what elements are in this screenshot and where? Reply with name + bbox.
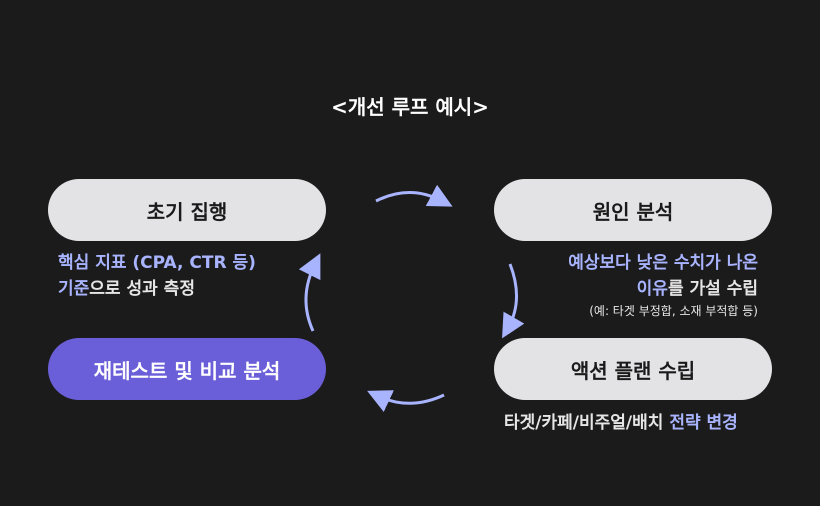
step-retest-compare: 재테스트 및 비교 분석 [48, 338, 326, 400]
desc3-highlight: 전략 변경 [669, 413, 738, 433]
arrow-down-icon [502, 263, 525, 339]
step-cause-analysis: 원인 분석 [494, 179, 772, 241]
desc2-highlight: 예상보다 낮은 수치가 나온 [568, 253, 758, 273]
arrow-right-icon [375, 184, 453, 207]
desc2-text: 를 가설 수립 [667, 279, 758, 299]
step-initial-execution: 초기 집행 [48, 179, 326, 241]
arrow-left-icon [367, 390, 445, 412]
desc-initial-execution: 핵심 지표 (CPA, CTR 등) 기준으로 성과 측정 [58, 250, 256, 302]
desc-action-plan: 타겟/카페/비주얼/배치 전략 변경 [504, 410, 738, 436]
desc3-text: 타겟/카페/비주얼/배치 [504, 413, 670, 433]
desc2-highlight-2: 이유 [636, 279, 668, 299]
desc1-highlight: 핵심 지표 (CPA, CTR 등) [58, 253, 256, 273]
desc-cause-analysis: 예상보다 낮은 수치가 나온 이유를 가설 수립 (예: 타겟 부정합, 소재 … [568, 250, 758, 320]
step-action-plan: 액션 플랜 수립 [494, 338, 772, 400]
desc1-text: 으로 성과 측정 [89, 279, 195, 299]
desc1-highlight-2: 기준 [58, 279, 90, 299]
diagram-title: <개선 루프 예시> [331, 95, 489, 119]
arrow-up-icon [298, 253, 321, 332]
desc2-note: (예: 타겟 부정합, 소재 부적합 등) [589, 304, 758, 318]
